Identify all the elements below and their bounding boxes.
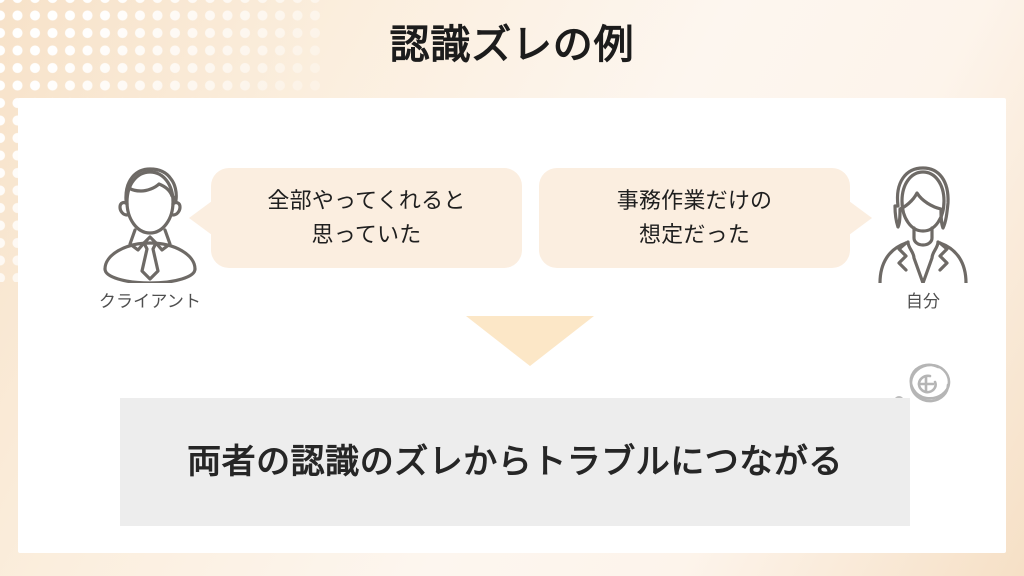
person-client-label: クライアント <box>98 292 202 311</box>
person-client: クライアント <box>91 158 209 312</box>
speech-bubble-client-text: 全部やってくれると 思っていた <box>267 187 466 247</box>
page-title: 認識ズレの例 <box>389 23 635 67</box>
person-self: 自分 <box>864 158 982 312</box>
speech-bubble-client: 全部やってくれると 思っていた <box>189 168 522 268</box>
conclusion-banner: 両者の認識のズレからトラブルにつながる <box>120 398 910 526</box>
conclusion-text: 両者の認識のズレからトラブルにつながる <box>187 442 843 481</box>
person-self-label: 自分 <box>905 292 941 311</box>
businesswoman-avatar-icon <box>878 166 968 283</box>
content-card: クライアント <box>18 98 1006 553</box>
down-arrow-icon <box>466 316 594 366</box>
businessman-avatar-icon <box>103 167 197 283</box>
speech-bubble-self-text: 事務作業だけの 想定だった <box>616 187 773 247</box>
speech-bubble-self: 事務作業だけの 想定だった <box>539 168 872 268</box>
